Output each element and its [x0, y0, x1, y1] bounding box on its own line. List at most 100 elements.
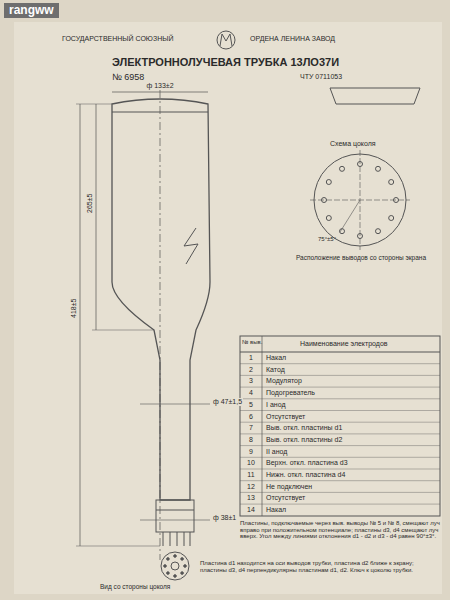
- factory-logo: [217, 31, 235, 49]
- table-header: Наименование электродов: [300, 340, 388, 348]
- ext-line: [76, 104, 112, 105]
- layout-pin: [394, 198, 399, 203]
- pin-number: 2: [249, 366, 253, 374]
- pin-number: 5: [249, 401, 253, 409]
- layout-pin: [340, 229, 345, 234]
- dimension: 418±5: [70, 297, 78, 320]
- table-rule: [240, 433, 440, 434]
- table-rule: [262, 336, 263, 516]
- socket-pin: [181, 572, 184, 575]
- header-text: ОРДЕНА ЛЕНИНА ЗАВОД: [250, 35, 335, 43]
- layout-pin: [326, 216, 331, 221]
- electrode-name: Отсутствует: [266, 413, 305, 421]
- electrode-table: [240, 336, 440, 516]
- table-rule: [240, 410, 440, 411]
- table-rule: [240, 352, 440, 353]
- dim-line: [140, 520, 210, 521]
- layout-pin: [358, 162, 363, 167]
- pin-number: 7: [249, 424, 253, 432]
- note-text: Пластина d1 находится на оси выводов тру…: [200, 560, 440, 573]
- dim-line: [96, 104, 97, 330]
- pin-number: 9: [249, 448, 253, 456]
- angle-line: [340, 200, 360, 232]
- table-rule: [240, 492, 440, 493]
- electrode-name: Модулятор: [266, 377, 302, 385]
- pin-number: 12: [247, 483, 255, 491]
- dimension: 265±5: [86, 192, 94, 215]
- layout-pin: [376, 166, 381, 171]
- table-rows: [240, 352, 440, 504]
- beam-symbol: [184, 228, 198, 264]
- layout-pin: [389, 180, 394, 185]
- electrode-name: II анод: [266, 448, 287, 456]
- dimension: ф 133±2: [145, 82, 174, 90]
- sheet: [14, 22, 442, 594]
- angle-dimension: 75°±5°: [318, 236, 336, 243]
- socket-pin: [174, 575, 177, 578]
- logo-mark: [220, 34, 232, 46]
- header-text: ГОСУДАРСТВЕННЫЙ СОЮЗНЫЙ: [62, 35, 173, 43]
- ext-line: [76, 546, 160, 547]
- electrode-name: Верхн. откл. пластина d3: [266, 459, 348, 467]
- socket-pin: [174, 555, 177, 558]
- layout-pin: [340, 166, 345, 171]
- layout-pin: [326, 180, 331, 185]
- table-rule: [240, 363, 440, 364]
- layout-pin: [358, 234, 363, 239]
- table-rule: [240, 398, 440, 399]
- electrode-name: Не подключен: [266, 483, 312, 491]
- dim-line: [112, 92, 208, 93]
- tube-base: [156, 500, 194, 532]
- center-line: [160, 90, 161, 560]
- socket-key: [171, 562, 179, 570]
- table-rule: [240, 422, 440, 423]
- table-rule: [240, 445, 440, 446]
- socket-view: [161, 552, 189, 580]
- electrode-name: Катод: [266, 366, 285, 374]
- electrode-name: I анод: [266, 401, 285, 409]
- electrode-name: Накал: [266, 506, 286, 514]
- electrode-name: Накал: [266, 354, 286, 362]
- socket-pins: [164, 555, 187, 578]
- socket-pin: [167, 572, 170, 575]
- electrode-name: Подогреватель: [266, 389, 315, 397]
- sheet-title: ЭЛЕКТРОННОЛУЧЕВАЯ ТРУБКА 13ЛО37И: [112, 56, 339, 68]
- dim-line: [80, 104, 81, 546]
- ext-line: [92, 330, 154, 331]
- dimension: ф 47±1,5: [212, 398, 243, 406]
- table-header: № выв.: [242, 339, 262, 346]
- pin-number: 10: [247, 459, 255, 467]
- pin-number: 14: [247, 506, 255, 514]
- table-rule: [240, 480, 440, 481]
- electrode-name: Выв. откл. пластины d1: [266, 424, 342, 432]
- pin-number: 8: [249, 436, 253, 444]
- pin-number: 4: [249, 389, 253, 397]
- layout-pins: [322, 162, 399, 239]
- screen-side-view: [330, 88, 420, 104]
- table-rule: [240, 387, 440, 388]
- table-rule: [240, 457, 440, 458]
- note-text: Пластины, подключаемые через выв. выводы…: [240, 520, 440, 540]
- layout-pin: [322, 198, 327, 203]
- pin-number: 6: [249, 413, 253, 421]
- socket-pin: [167, 558, 170, 561]
- view-note: Вид со стороны цоколя: [100, 583, 170, 590]
- electrode-name: Отсутствует: [266, 494, 305, 502]
- table-rule: [240, 504, 440, 505]
- watermark: rangww: [4, 3, 59, 18]
- pin-number: 1: [249, 354, 253, 362]
- socket-pin: [184, 565, 187, 568]
- dimension: ф 38±1: [212, 514, 237, 522]
- table-rule: [240, 469, 440, 470]
- dim-line: [140, 404, 210, 405]
- layout-pin: [389, 216, 394, 221]
- tube-outline: [112, 99, 210, 500]
- table-rule: [240, 375, 440, 376]
- electrode-name: Выв. откл. пластины d2: [266, 436, 342, 444]
- base-pins: [163, 532, 190, 546]
- diagram-title: Схема цоколя: [330, 140, 376, 148]
- pin-number: 3: [249, 377, 253, 385]
- layout-pin: [376, 229, 381, 234]
